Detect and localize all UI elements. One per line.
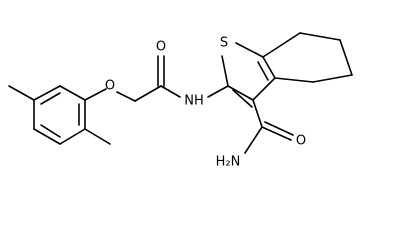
carboxamide-oxygen-label: O bbox=[296, 134, 306, 149]
thiophene-c2-s bbox=[221, 55, 229, 87]
cyclohex-bond-1 bbox=[262, 32, 301, 58]
cyclohex-bond-2 bbox=[299, 32, 341, 41]
thiophene-c3-c2 bbox=[227, 85, 254, 101]
amide-nh-label: NH bbox=[184, 94, 204, 109]
ring-a-double-1 bbox=[40, 92, 61, 105]
thiophene-double-c2-c3 bbox=[232, 89, 253, 108]
ring-a-bond-2 bbox=[59, 85, 86, 101]
bond-methyl-left bbox=[8, 85, 35, 101]
bond-methyl-ortho bbox=[84, 128, 111, 145]
cyclohex-bond-4 bbox=[312, 74, 353, 83]
thiophene-double-c3a-c7a bbox=[257, 61, 269, 81]
cyclohexene-ring bbox=[262, 32, 353, 83]
bond-oxygen-methylene bbox=[116, 91, 136, 102]
thiophene-ring bbox=[221, 42, 276, 108]
thiophene-c3a-c3 bbox=[252, 77, 276, 101]
bond-c3-carboxamide bbox=[252, 99, 263, 128]
bond-carbonyl-nitrogen bbox=[160, 85, 181, 98]
thiophene-c7a-c3a bbox=[262, 56, 276, 79]
bond-aryl-oxygen bbox=[84, 88, 107, 101]
thiophene-sulfur-label: S bbox=[220, 36, 228, 51]
bond-carboxamide-double-a bbox=[261, 126, 292, 141]
ether-oxygen-label: O bbox=[105, 79, 115, 94]
ring-a-bond-5 bbox=[33, 128, 61, 145]
ring-a-bond-4 bbox=[59, 128, 86, 145]
molecule-structure: O O NH S O H₂N bbox=[8, 32, 353, 170]
ring-a-bond-1 bbox=[33, 85, 61, 101]
bond-carboxamide-nitrogen bbox=[244, 126, 263, 154]
bond-carboxamide-double-b bbox=[264, 121, 294, 136]
cyclohex-bond-3 bbox=[339, 39, 353, 76]
bond-methylene-carbonyl bbox=[134, 85, 162, 102]
carbonyl-oxygen-label: O bbox=[156, 40, 166, 55]
cyclohex-bond-5 bbox=[274, 77, 314, 83]
carboxamide-nh2-label: H₂N bbox=[216, 155, 241, 170]
bond-nitrogen-thiophene bbox=[207, 85, 229, 98]
dimethylphenyl-ring bbox=[33, 85, 86, 145]
ring-a-double-3 bbox=[40, 124, 61, 138]
thiophene-s-c7a bbox=[235, 42, 264, 58]
